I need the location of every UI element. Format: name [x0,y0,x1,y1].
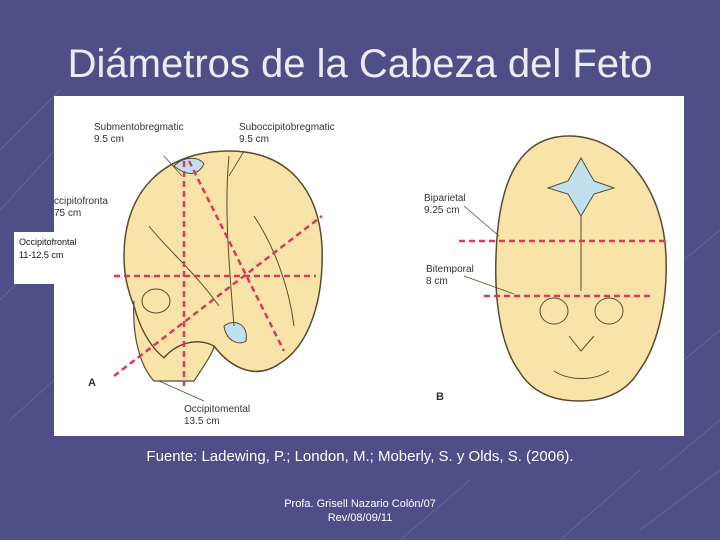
lateral-face-outline [133,300,215,382]
suboccipitobregmatic-label: Suboccipitobregmatic 9.5 cm [239,122,335,145]
occipitomental-line [113,215,323,377]
top-skull-view [459,135,669,402]
orbit [141,288,171,314]
diagram-drawing [113,135,669,402]
footer-revision: Rev/08/09/11 [327,512,393,524]
source-citation: Fuente: Ladewing, P.; London, M.; Moberl… [146,448,574,465]
slide-title: Diámetros de la Cabeza del Feto [67,42,653,86]
occipitofrontal-callout: Occipitofrontal 11-12.5 cm [14,232,98,284]
fetal-head-diagram: Submentobregmatic 9.5 cm Suboccipitobreg… [54,96,684,436]
bitemporal-label: Bitemporal 8 cm [426,264,474,287]
slide-footer: Profa. Grisell Nazario Colón/07 Rev/08/0… [0,497,720,525]
panel-a-letter: A [88,377,96,389]
biparietal-label: Biparietal 9.25 cm [424,193,466,216]
anterior-fontanelle-lateral [173,157,205,174]
lateral-skull-outline [123,150,323,373]
suboccipitobregmatic-line [187,160,286,352]
submentobregmatic-label: Submentobregmatic 9.5 cm [94,122,184,145]
right-orbit [594,297,624,325]
occipitofrontal-partial-label: ccipitofronta 75 cm [54,196,108,219]
lateral-skull-view [113,150,323,402]
panel-b-letter: B [436,391,444,403]
occipitomental-label: Occipitomental 13.5 cm [184,404,251,427]
footer-author: Profa. Grisell Nazario Colón/07 [284,498,436,510]
left-orbit [539,297,569,325]
